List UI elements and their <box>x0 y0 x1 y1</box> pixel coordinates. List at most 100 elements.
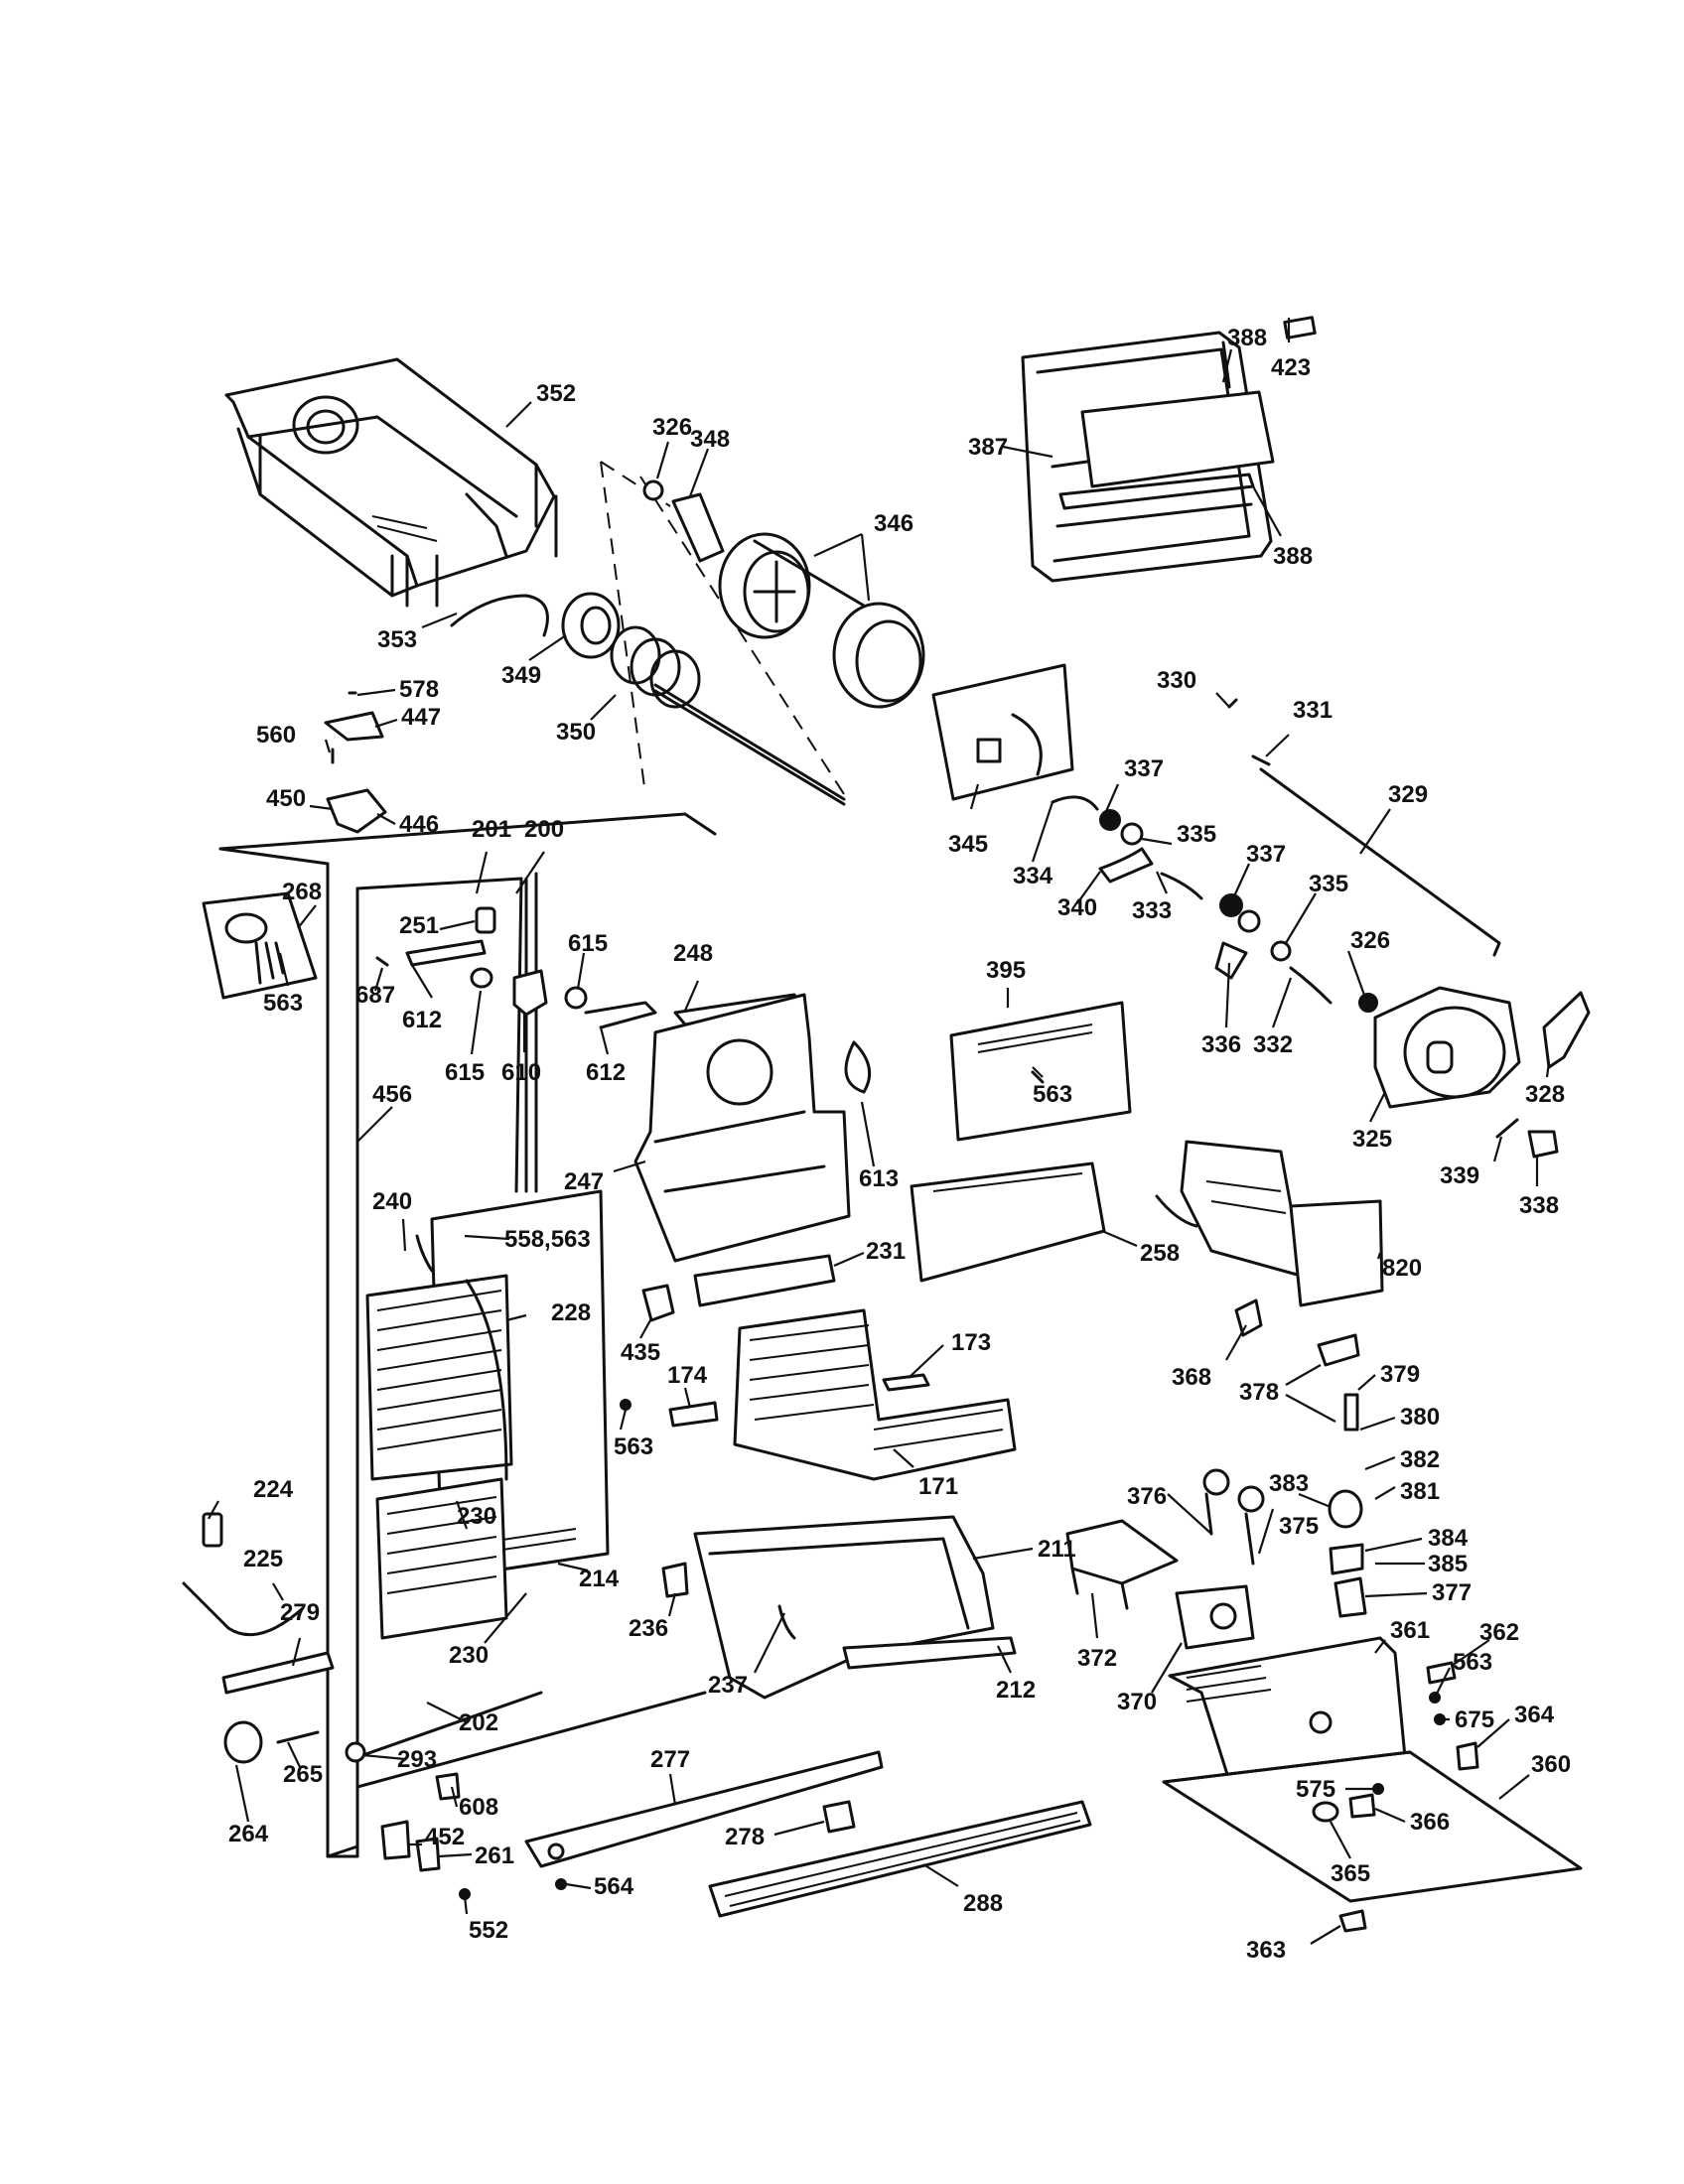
label-564: 564 <box>594 1873 634 1900</box>
label-336: 336 <box>1201 1031 1241 1058</box>
label-201: 201 <box>472 816 511 843</box>
label-236: 236 <box>629 1615 668 1642</box>
label-385: 385 <box>1428 1551 1468 1577</box>
label-366: 366 <box>1410 1809 1450 1836</box>
label-610: 610 <box>501 1059 541 1086</box>
part-number-labels: 352 326 348 346 353 349 350 387 388 388 … <box>228 325 1571 1964</box>
label-211: 211 <box>1038 1536 1076 1563</box>
label-381: 381 <box>1400 1478 1440 1505</box>
label-360: 360 <box>1531 1751 1571 1778</box>
label-228: 228 <box>551 1299 591 1326</box>
cabinet-liner-456 <box>218 812 717 1858</box>
label-293: 293 <box>397 1746 437 1773</box>
label-248: 248 <box>673 940 713 967</box>
label-331: 331 <box>1293 697 1333 724</box>
label-174: 174 <box>667 1362 708 1389</box>
small-right-parts <box>1312 1661 1479 1933</box>
label-230-lower: 230 <box>449 1642 489 1669</box>
label-362: 362 <box>1479 1619 1519 1646</box>
label-265: 265 <box>283 1761 323 1788</box>
label-348: 348 <box>690 426 730 453</box>
label-376: 376 <box>1127 1483 1167 1510</box>
label-268: 268 <box>282 879 322 905</box>
label-675: 675 <box>1455 1706 1494 1733</box>
evaporator-coils-228 <box>365 1274 513 1640</box>
auger-parts-349-350 <box>561 592 846 806</box>
label-563-thermostat: 563 <box>263 990 303 1017</box>
label-423: 423 <box>1271 354 1311 381</box>
label-334: 334 <box>1013 863 1053 889</box>
label-349: 349 <box>501 662 541 689</box>
label-608: 608 <box>459 1794 498 1821</box>
label-288: 288 <box>963 1890 1003 1917</box>
cam-328-338-339 <box>1495 991 1591 1159</box>
label-214: 214 <box>579 1566 620 1592</box>
label-372: 372 <box>1077 1645 1117 1672</box>
label-558-563: 558,563 <box>504 1226 591 1253</box>
label-820: 820 <box>1382 1255 1422 1282</box>
label-384: 384 <box>1428 1525 1469 1552</box>
label-237: 237 <box>708 1672 748 1699</box>
label-615-upper: 615 <box>568 930 608 957</box>
label-278: 278 <box>725 1824 765 1850</box>
label-173: 173 <box>951 1329 991 1356</box>
label-612-right: 612 <box>586 1059 626 1086</box>
label-612-left: 612 <box>402 1007 442 1033</box>
grille-288 <box>708 1800 1092 1918</box>
label-277: 277 <box>650 1746 690 1773</box>
wire-spring-353 <box>450 594 549 637</box>
label-326-right: 326 <box>1350 927 1390 954</box>
label-350: 350 <box>556 719 596 746</box>
small-lower-parts <box>345 1741 856 1900</box>
label-370: 370 <box>1117 1689 1157 1715</box>
label-212: 212 <box>996 1677 1036 1704</box>
label-383: 383 <box>1269 1470 1309 1497</box>
shield-395 <box>949 1001 1132 1142</box>
label-337-lower: 337 <box>1246 841 1286 868</box>
label-346: 346 <box>874 510 913 537</box>
evaporator-cover-247 <box>633 993 872 1307</box>
rail-277 <box>524 1750 884 1868</box>
label-380: 380 <box>1400 1404 1440 1431</box>
label-615-lower: 615 <box>445 1059 485 1086</box>
ice-maker-820 <box>1155 1140 1384 1337</box>
label-365: 365 <box>1331 1860 1370 1887</box>
label-332: 332 <box>1253 1031 1293 1058</box>
label-335-lower: 335 <box>1309 871 1348 897</box>
support-435-clip <box>641 1284 675 1322</box>
label-563-shield: 563 <box>1033 1081 1072 1108</box>
base-plate-360 <box>1162 1750 1583 1903</box>
label-264: 264 <box>228 1821 269 1847</box>
label-361: 361 <box>1390 1617 1430 1644</box>
label-578: 578 <box>399 676 439 703</box>
lower-left-parts <box>182 1512 335 1764</box>
label-340: 340 <box>1057 894 1097 921</box>
dispenser-door-387 <box>1021 316 1317 583</box>
label-450: 450 <box>266 785 306 812</box>
label-247: 247 <box>564 1168 604 1195</box>
thermostat-268 <box>202 891 318 1000</box>
label-345: 345 <box>948 831 988 858</box>
label-375: 375 <box>1279 1513 1319 1540</box>
leader-lines <box>208 318 1551 1945</box>
valve-370 <box>1175 1584 1255 1650</box>
label-251: 251 <box>399 912 439 939</box>
label-325: 325 <box>1352 1126 1392 1153</box>
label-563-right: 563 <box>1453 1649 1492 1676</box>
label-339: 339 <box>1440 1162 1479 1189</box>
pan-211 <box>693 1515 1017 1700</box>
label-231: 231 <box>866 1238 906 1265</box>
label-224: 224 <box>253 1476 294 1503</box>
label-452: 452 <box>425 1824 465 1850</box>
label-575: 575 <box>1296 1776 1335 1803</box>
motor-housing-325 <box>1358 986 1521 1109</box>
bracket-345 <box>931 663 1074 801</box>
label-333: 333 <box>1132 897 1172 924</box>
label-388-bottom: 388 <box>1273 543 1313 570</box>
label-338: 338 <box>1519 1192 1559 1219</box>
label-368: 368 <box>1172 1364 1211 1391</box>
small-cabinet-parts <box>375 906 657 1411</box>
label-378: 378 <box>1239 1379 1279 1406</box>
ice-maker-components-375-385 <box>1202 1333 1367 1618</box>
